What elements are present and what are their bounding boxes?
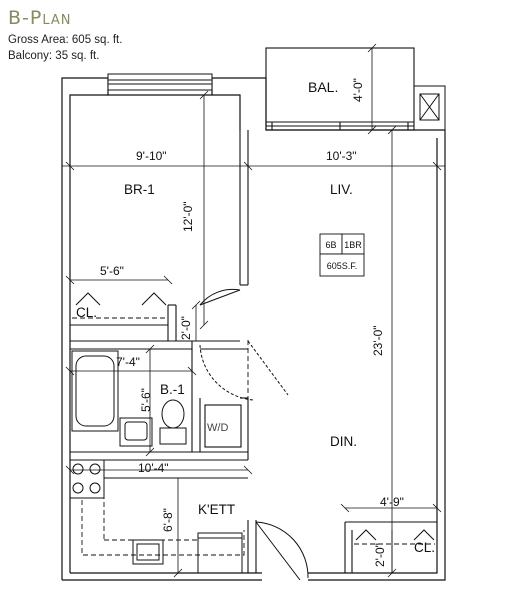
room-label-balcony: BAL.	[308, 79, 338, 95]
balcony-area-text: Balcony: 35 sq. ft.	[8, 50, 100, 62]
dim-dining-closet-depth: 2'-0"	[373, 543, 387, 567]
dim-kitchen-width: 10'-4"	[138, 461, 169, 475]
room-label-dining-closet: CL.	[414, 540, 435, 555]
dim-dining-closet-width: 4'-9"	[380, 495, 404, 509]
room-label-dining: DIN.	[330, 434, 357, 449]
room-label-washer-dryer: W/D	[207, 422, 228, 434]
dim-balcony-depth: 4'-0"	[351, 78, 365, 102]
room-label-living: LIV.	[330, 182, 353, 197]
dim-kitchen-depth: 6'-8"	[161, 508, 175, 532]
dim-closet-width: 5'-6"	[100, 264, 124, 278]
dim-living-width: 10'-3"	[326, 149, 357, 163]
dim-bath-depth: 5'-6"	[139, 388, 153, 412]
dim-bedroom-width: 9'-10"	[136, 149, 167, 163]
dim-bedroom-depth: 12'-0"	[181, 201, 195, 232]
dim-closet-depth: 2'-0"	[179, 316, 193, 340]
unit-area: 605S.F.	[327, 261, 358, 271]
gross-area-text: Gross Area: 605 sq. ft.	[8, 34, 123, 46]
room-label-bedroom-closet: CL.	[76, 305, 97, 320]
room-label-bath: B.-1	[160, 382, 185, 397]
plan-title: B-Plan	[8, 7, 72, 29]
dim-living-depth: 23'-0"	[371, 325, 385, 356]
unit-type: 1BR	[344, 240, 362, 250]
room-label-kitchen: K'ETT	[198, 502, 235, 517]
unit-number: 6B	[325, 240, 336, 250]
room-label-bedroom: BR-1	[124, 182, 155, 197]
dim-bath-width: 7'-4"	[116, 355, 140, 369]
